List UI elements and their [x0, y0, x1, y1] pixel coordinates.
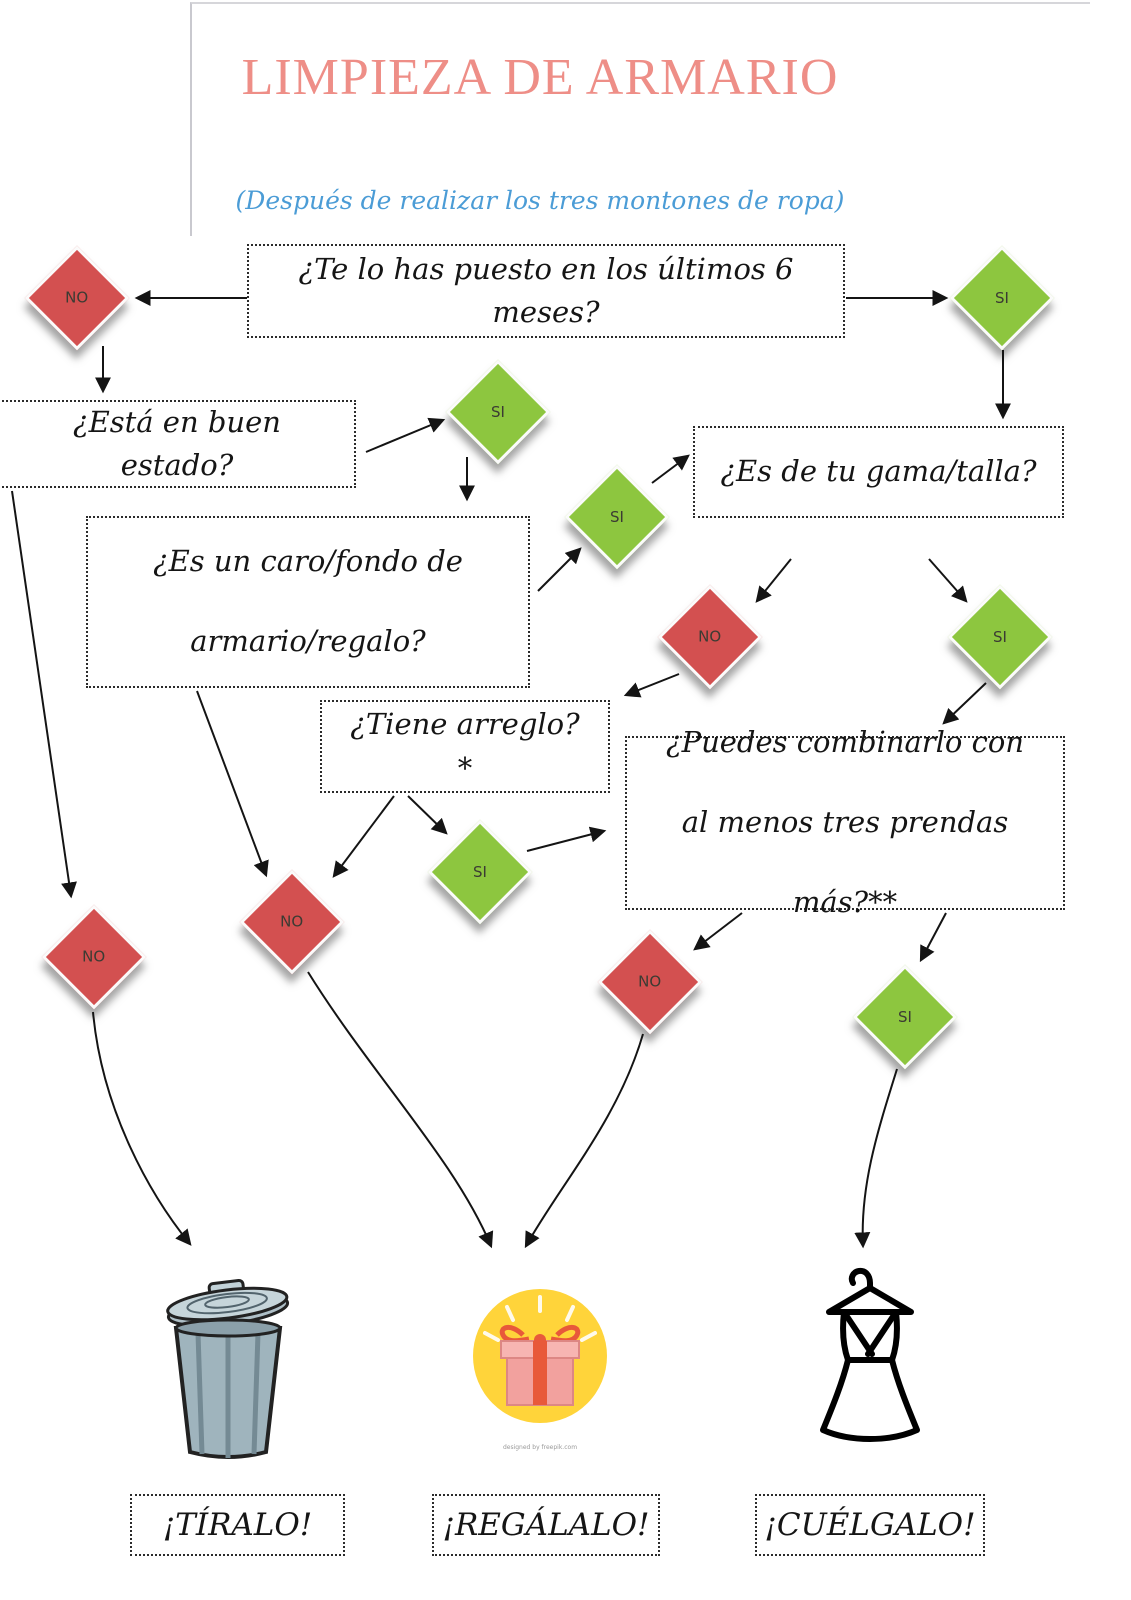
icon-credit: designed by freepik.com	[502, 1444, 578, 1451]
question-fixable: ¿Tiene arreglo?*	[320, 700, 610, 793]
question-combine-three-items: ¿Puedes combinarlo con al menos tres pre…	[625, 725, 1065, 919]
si-label: SI	[995, 288, 1009, 307]
no-label: NO	[82, 948, 106, 966]
si-diamond: SI	[445, 359, 551, 465]
arrow-connector	[755, 558, 792, 603]
si-label: SI	[898, 1007, 912, 1026]
arrow-connector	[11, 490, 77, 899]
trash-can-icon	[166, 1278, 290, 1459]
question-worn-6-months: ¿Te lo has puesto en los últimos 6 meses…	[247, 244, 845, 338]
arrow-connector	[307, 971, 494, 1249]
arrow-connector	[92, 1011, 192, 1246]
arrow-connector	[407, 795, 448, 835]
arrow-connector	[651, 454, 690, 484]
no-diamond: NO	[597, 929, 703, 1035]
no-label: NO	[638, 973, 662, 991]
outcome-throw-away: ¡TÍRALO!	[130, 1494, 345, 1556]
question-your-size: ¿Es de tu gama/talla?	[693, 426, 1064, 518]
si-diamond: SI	[564, 464, 670, 570]
si-diamond: SI	[947, 584, 1053, 690]
arrow-connector	[332, 795, 395, 878]
arrow-connector	[623, 673, 680, 698]
page-subtitle: (Después de realizar los tres montones d…	[235, 186, 845, 215]
arrow-connector	[365, 417, 446, 453]
arrow-connector	[526, 826, 607, 852]
arrow-connector	[537, 547, 582, 592]
no-label: NO	[698, 628, 722, 646]
question-good-condition: ¿Está en buen estado?	[0, 400, 356, 488]
question-expensive-keepsake: ¿Es un caro/fondo de armario/regalo?	[86, 516, 530, 688]
dress-hanger-icon	[820, 1267, 920, 1442]
si-label: SI	[993, 627, 1007, 646]
arrow-connector	[928, 558, 968, 603]
outcome-hang-up: ¡CUÉLGALO!	[755, 1494, 985, 1556]
gift-box-icon	[473, 1289, 607, 1423]
page-border	[190, 2, 1090, 236]
no-diamond: NO	[239, 869, 345, 975]
si-diamond: SI	[949, 245, 1055, 351]
arrow-connector	[196, 690, 269, 878]
si-diamond: SI	[852, 964, 958, 1070]
no-label: NO	[65, 289, 89, 307]
no-diamond: NO	[657, 584, 763, 690]
arrow-connector	[524, 1033, 644, 1249]
si-label: SI	[473, 862, 487, 881]
si-label: SI	[491, 402, 505, 421]
no-diamond: NO	[24, 245, 130, 351]
page-title: LIMPIEZA DE ARMARIO	[241, 49, 839, 106]
no-label: NO	[280, 913, 304, 931]
no-diamond: NO	[41, 904, 147, 1010]
outcome-give-away: ¡REGÁLALO!	[432, 1494, 660, 1556]
si-label: SI	[610, 507, 624, 526]
arrow-connector	[854, 1068, 898, 1249]
si-diamond: SI	[427, 819, 533, 925]
